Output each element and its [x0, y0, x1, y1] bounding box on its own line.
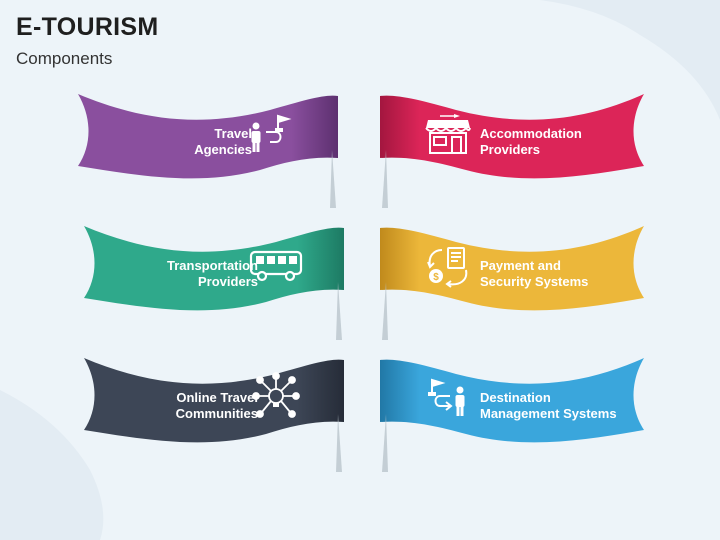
- network-bulb-icon: [248, 370, 304, 426]
- ribbon-label: Accommodation Providers: [480, 126, 582, 157]
- ribbon-shape: [380, 226, 644, 340]
- page-subtitle: Components: [16, 49, 113, 68]
- ribbon-label: Travel Agencies: [194, 126, 252, 157]
- page-title: E-TOURISM: [16, 13, 159, 41]
- ribbon-label: Payment and Security Systems: [480, 258, 589, 289]
- ribbon-online-communities: Online Travel Communities: [76, 354, 356, 474]
- bus-icon: [248, 238, 304, 294]
- ribbon-label: Destination Management Systems: [480, 390, 617, 421]
- ribbon-payment-security: Payment and Security Systems $: [376, 222, 656, 342]
- ribbon-destination-management: Destination Management Systems: [376, 354, 656, 474]
- svg-text:$: $: [433, 272, 439, 283]
- ribbon-shape: [84, 358, 344, 472]
- ribbon-accommodation-providers: Accommodation Providers: [376, 90, 656, 210]
- ribbon-label: Online Travel Communities: [175, 390, 258, 421]
- ribbon-shape: [84, 226, 344, 340]
- ribbon-shape: [78, 94, 338, 208]
- payment-cycle-icon: $: [420, 238, 476, 294]
- ribbon-shape: [380, 94, 644, 208]
- ribbon-travel-agencies: Travel Agencies: [70, 90, 350, 210]
- storefront-icon: [420, 106, 476, 162]
- ribbon-shape: [380, 358, 644, 472]
- person-to-flag-icon: [242, 106, 298, 162]
- ribbon-label: Transportation Providers: [166, 258, 258, 289]
- flag-to-person-icon: [420, 370, 476, 426]
- ribbon-transportation-providers: Transportation Providers: [76, 222, 356, 342]
